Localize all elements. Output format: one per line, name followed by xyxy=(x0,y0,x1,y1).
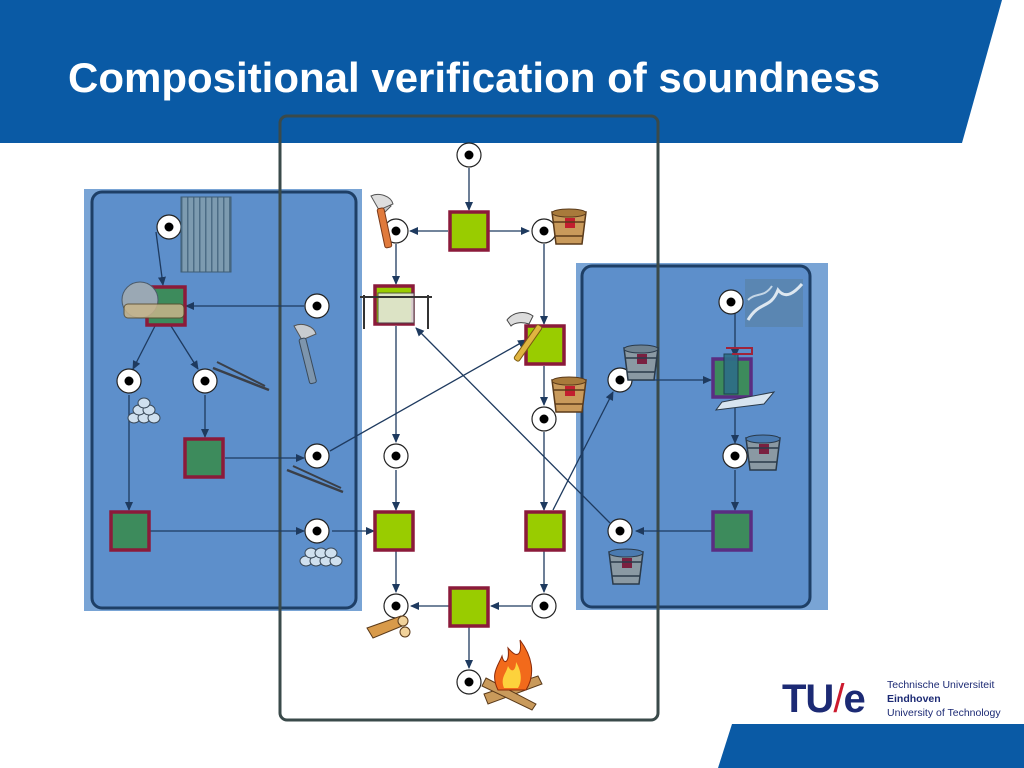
wood-pile-icon xyxy=(299,547,343,567)
transition-start xyxy=(448,210,490,252)
place-sticks xyxy=(192,368,218,394)
sticks-icon xyxy=(286,465,344,494)
logo-line-1: Technische Universiteit xyxy=(887,679,995,691)
tue-logo-text: Technische Universiteit Eindhoven Univer… xyxy=(887,678,1022,720)
transition-build xyxy=(373,510,415,552)
logo-line-3: University of Technology xyxy=(887,707,1001,719)
hammer-icon xyxy=(506,312,543,362)
place-full-bucket xyxy=(722,443,748,469)
place-center-mid xyxy=(383,443,409,469)
bucket-icon xyxy=(745,434,781,471)
logo-line-2: Eindhoven xyxy=(887,693,941,705)
bucket-icon xyxy=(623,344,659,381)
place-water-used xyxy=(531,406,557,432)
place-logs xyxy=(116,368,142,394)
wood-pile-icon xyxy=(366,615,411,639)
saw-icon xyxy=(121,281,185,319)
water-pump-icon xyxy=(714,347,776,411)
place-bucket xyxy=(531,218,557,244)
slide-title: Compositional verification of soundness xyxy=(68,54,881,101)
place-end xyxy=(456,669,482,695)
header-band xyxy=(0,0,1002,143)
place-wood-ready xyxy=(383,593,409,619)
axe-icon xyxy=(293,323,317,385)
place-right-start xyxy=(718,289,744,315)
transition-carry xyxy=(711,510,753,552)
transition-stack-logs xyxy=(109,510,151,552)
bucket-icon xyxy=(551,208,587,245)
forest-icon xyxy=(180,196,232,273)
places xyxy=(116,142,748,695)
place-right-return xyxy=(607,518,633,544)
tue-logo: TU/e Technische Universiteit Eindhoven U… xyxy=(782,676,1022,724)
bucket-icon xyxy=(551,376,587,413)
place-right-bucket xyxy=(607,367,633,393)
transition-gather-sticks xyxy=(183,437,225,479)
place-start xyxy=(456,142,482,168)
tue-logo-mark: TU/e xyxy=(782,677,866,721)
place-water-ready xyxy=(531,593,557,619)
arcs xyxy=(125,168,739,669)
transition-light-fire xyxy=(448,586,490,628)
center-module xyxy=(278,114,660,722)
water-icon xyxy=(745,279,804,327)
transition-fetch xyxy=(524,510,566,552)
place-firewood xyxy=(304,518,330,544)
bucket-icon xyxy=(608,548,644,585)
place-kindling xyxy=(304,443,330,469)
place-left-axe xyxy=(304,293,330,319)
axe-icon xyxy=(370,193,394,249)
place-left-start xyxy=(156,214,182,240)
fire-icon xyxy=(481,639,543,711)
sticks-icon xyxy=(212,361,270,392)
wood-pile-icon xyxy=(127,397,161,424)
saw-icon xyxy=(360,292,432,329)
